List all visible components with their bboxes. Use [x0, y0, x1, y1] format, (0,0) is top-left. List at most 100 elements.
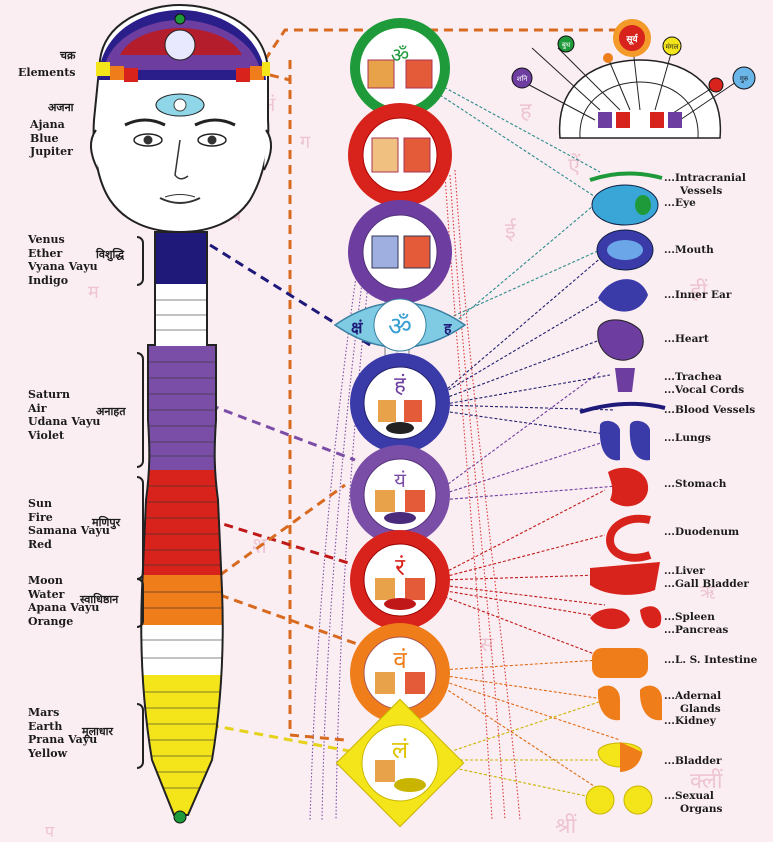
anahat-chakra: हं [350, 353, 450, 453]
sexual-organ-female-icon [623, 785, 653, 815]
bg-glyph: म [88, 282, 99, 303]
bg-glyph: स [480, 632, 494, 656]
vishuddhi-line: Indigo [28, 273, 69, 287]
anahat-line: Saturn [28, 388, 70, 401]
ajna-line: Jupiter [30, 145, 73, 158]
sexual-organ-male-icon [585, 785, 615, 815]
bg-glyph: ऐं [568, 154, 581, 179]
planet-budh-label: बुध [562, 41, 571, 49]
organ-line: ...Stomach [664, 478, 727, 490]
vishuddhi-chakra [348, 200, 452, 304]
chakra-hindi-label: चक्र [60, 49, 76, 62]
organ-label-sexual-organs: ...Sexual Organs [664, 790, 722, 815]
swadhisthan-mantra: रं [395, 553, 406, 581]
organ-line: ...Bladder [664, 755, 722, 767]
organ-line: ...Liver [664, 565, 705, 577]
ajna-attributes: Ajana Blue Jupiter [30, 118, 73, 159]
swadhisthan-line: Moon [28, 574, 63, 587]
organ-label-intestine: ...L. S. Intestine [664, 654, 757, 667]
organ-line: ...Blood Vessels [664, 404, 756, 416]
swadhisthan-brace [137, 578, 144, 628]
connector-lines [309, 84, 631, 821]
swadhisthan-line: Orange [28, 614, 74, 628]
organ-line: ...Vocal Cords [664, 383, 745, 396]
organ-label-spleen: ...Spleen ...Pancreas [664, 611, 728, 636]
crown-mantra: ॐ [391, 43, 409, 67]
muladhar-attributes: Mars Earth Prana Vayu Yellow [28, 706, 97, 760]
orange-chakra: वं [350, 623, 450, 723]
planet-surya-label: सूर्य [625, 33, 638, 45]
anahat-hindi-label: अनाहत [96, 405, 126, 418]
organ-line: ...Inner Ear [664, 289, 732, 301]
ajna-lotus-chakra [348, 103, 452, 207]
anahat-line: Udana Vayu [28, 415, 101, 428]
organ-line: Organs [680, 802, 723, 815]
manipur-chakra: यं [350, 445, 450, 545]
organ-line: ...Lungs [664, 432, 711, 444]
ajna-left-mantra: क्षं [351, 318, 364, 337]
organ-line: ...Kidney [664, 715, 716, 727]
sun-icon [613, 19, 651, 57]
vishuddhi-line: Ether [28, 246, 63, 260]
ajna-line: Blue [30, 131, 59, 145]
anahat-line: Violet [28, 428, 65, 442]
manipur-line: Red [28, 537, 52, 551]
intestine-icon [592, 648, 648, 678]
ajna-line: Ajana [30, 118, 65, 131]
manipur-line: Fire [28, 510, 53, 524]
organ-line: ...Adernal [664, 690, 722, 702]
organ-line: ...Intracranial [664, 172, 746, 184]
crown-chakra [350, 18, 450, 118]
vishuddhi-hindi-label: विशुद्धि [96, 248, 125, 261]
elements-label: Elements [18, 66, 76, 79]
organ-line: ...Sexual [664, 790, 714, 802]
swadhisthan-attributes: Moon Water Apana Vayu Orange [28, 574, 99, 628]
swadhisthan-chakra: रं [350, 530, 450, 630]
organ-line: ...Trachea [664, 371, 722, 383]
vishuddhi-attributes: Venus Ether Vyana Vayu Indigo [28, 233, 98, 287]
stomach-icon [608, 467, 649, 507]
bg-glyph: प [45, 822, 55, 841]
head-figure [90, 3, 272, 234]
spleen-icon [590, 608, 630, 630]
organ-label-duodenum: ...Duodenum [664, 526, 739, 539]
bg-glyph: ई [505, 219, 516, 244]
anahat-mantra: हं [394, 373, 406, 398]
muladhar-line: Earth [28, 719, 63, 733]
planet-guru-label: गुरु [740, 75, 749, 83]
bg-glyph: ग [300, 132, 311, 153]
orange-mantra: वं [393, 646, 407, 674]
muladhar-hindi-label: मूलाधार [82, 725, 113, 738]
organ-label-trachea: ...Trachea ...Vocal Cords [664, 371, 744, 396]
anahat-brace [137, 352, 144, 468]
lungs-right-icon [629, 420, 650, 461]
organ-label-mouth: ...Mouth [664, 244, 714, 257]
base-dot [173, 810, 187, 824]
organ-label-blood-vessels: ...Blood Vessels [664, 404, 755, 417]
kidney-right-icon [639, 685, 662, 721]
manipur-line: Samana Vayu [28, 524, 110, 537]
organ-illustrations [579, 171, 666, 815]
manipur-brace [137, 476, 144, 580]
organ-label-adrenal: ...Adernal Glands ...Kidney [664, 690, 721, 728]
ajna-hindi-label: अजना [48, 101, 74, 114]
yellow-mantra: लं [392, 736, 409, 764]
ajna-center-mantra: ॐ [388, 312, 412, 342]
vishuddhi-brace [137, 236, 144, 286]
planet-shani-label: शनि [517, 74, 528, 83]
organ-line: ...Eye [664, 197, 696, 209]
muladhar-brace [137, 703, 144, 769]
swadhisthan-hindi-label: स्वाधिष्ठान [80, 593, 119, 606]
blood-vessels-icon [579, 401, 666, 414]
spine-outline [140, 231, 224, 816]
organ-line: ...Mouth [664, 244, 714, 256]
pancreas-icon [640, 606, 662, 629]
manipur-line: Sun [28, 497, 52, 510]
organ-line: Glands [680, 702, 721, 715]
ajna-eye-chakra: क्षं ॐ ह [333, 298, 467, 352]
organ-line: ...Duodenum [664, 526, 740, 538]
organ-label-heart: ...Heart [664, 333, 709, 346]
manipur-mantra: यं [394, 468, 406, 492]
muladhar-line: Mars [28, 706, 60, 719]
